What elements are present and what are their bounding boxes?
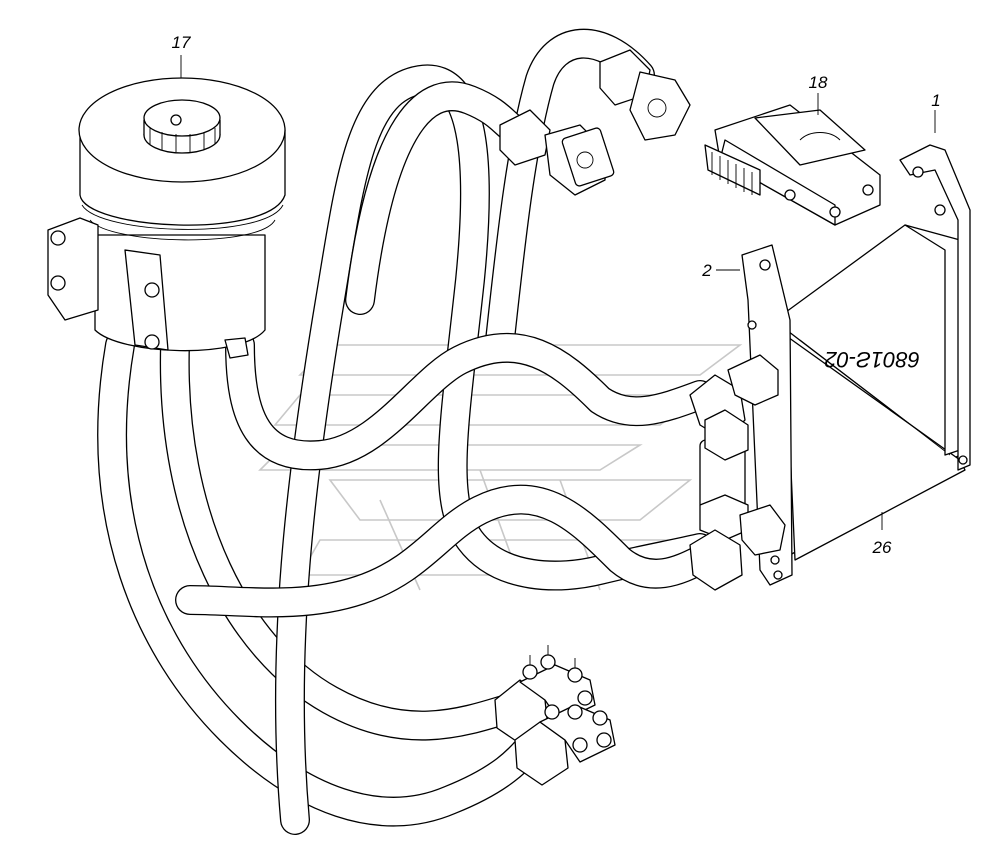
- hose-tall-loop: [274, 64, 715, 835]
- cooler-part-number: 6801Ƨ-02: [825, 347, 920, 372]
- control-unit: [704, 104, 881, 226]
- cooler-assembly: 6801Ƨ-02: [741, 144, 971, 586]
- hose-return: [225, 330, 715, 471]
- callouts: 17 18 1 2 26: [172, 33, 941, 557]
- top-fitting-right: [599, 49, 691, 141]
- reservoir-body: [94, 234, 266, 352]
- bracket-2: [741, 244, 793, 586]
- hose-feed: [175, 484, 715, 618]
- cooler-side-face: [904, 224, 961, 456]
- reservoir-cap: [143, 99, 221, 137]
- reservoir-tank: [47, 77, 286, 359]
- clamp-right: [124, 249, 169, 351]
- hose-upper-right: [485, 28, 655, 355]
- hose-end-fitting-lower: [514, 704, 616, 786]
- callout-2: 2: [701, 261, 712, 280]
- top-fitting-left: [499, 109, 615, 196]
- hose-long-front: [97, 330, 550, 827]
- callout-17: 17: [172, 33, 191, 52]
- hose-top-cross: [345, 81, 530, 315]
- callout-26: 26: [872, 538, 892, 557]
- cooler-fittings: [689, 354, 786, 591]
- callout-1: 1: [931, 91, 940, 110]
- ecu-connector: [704, 144, 761, 196]
- callout-18: 18: [809, 73, 828, 92]
